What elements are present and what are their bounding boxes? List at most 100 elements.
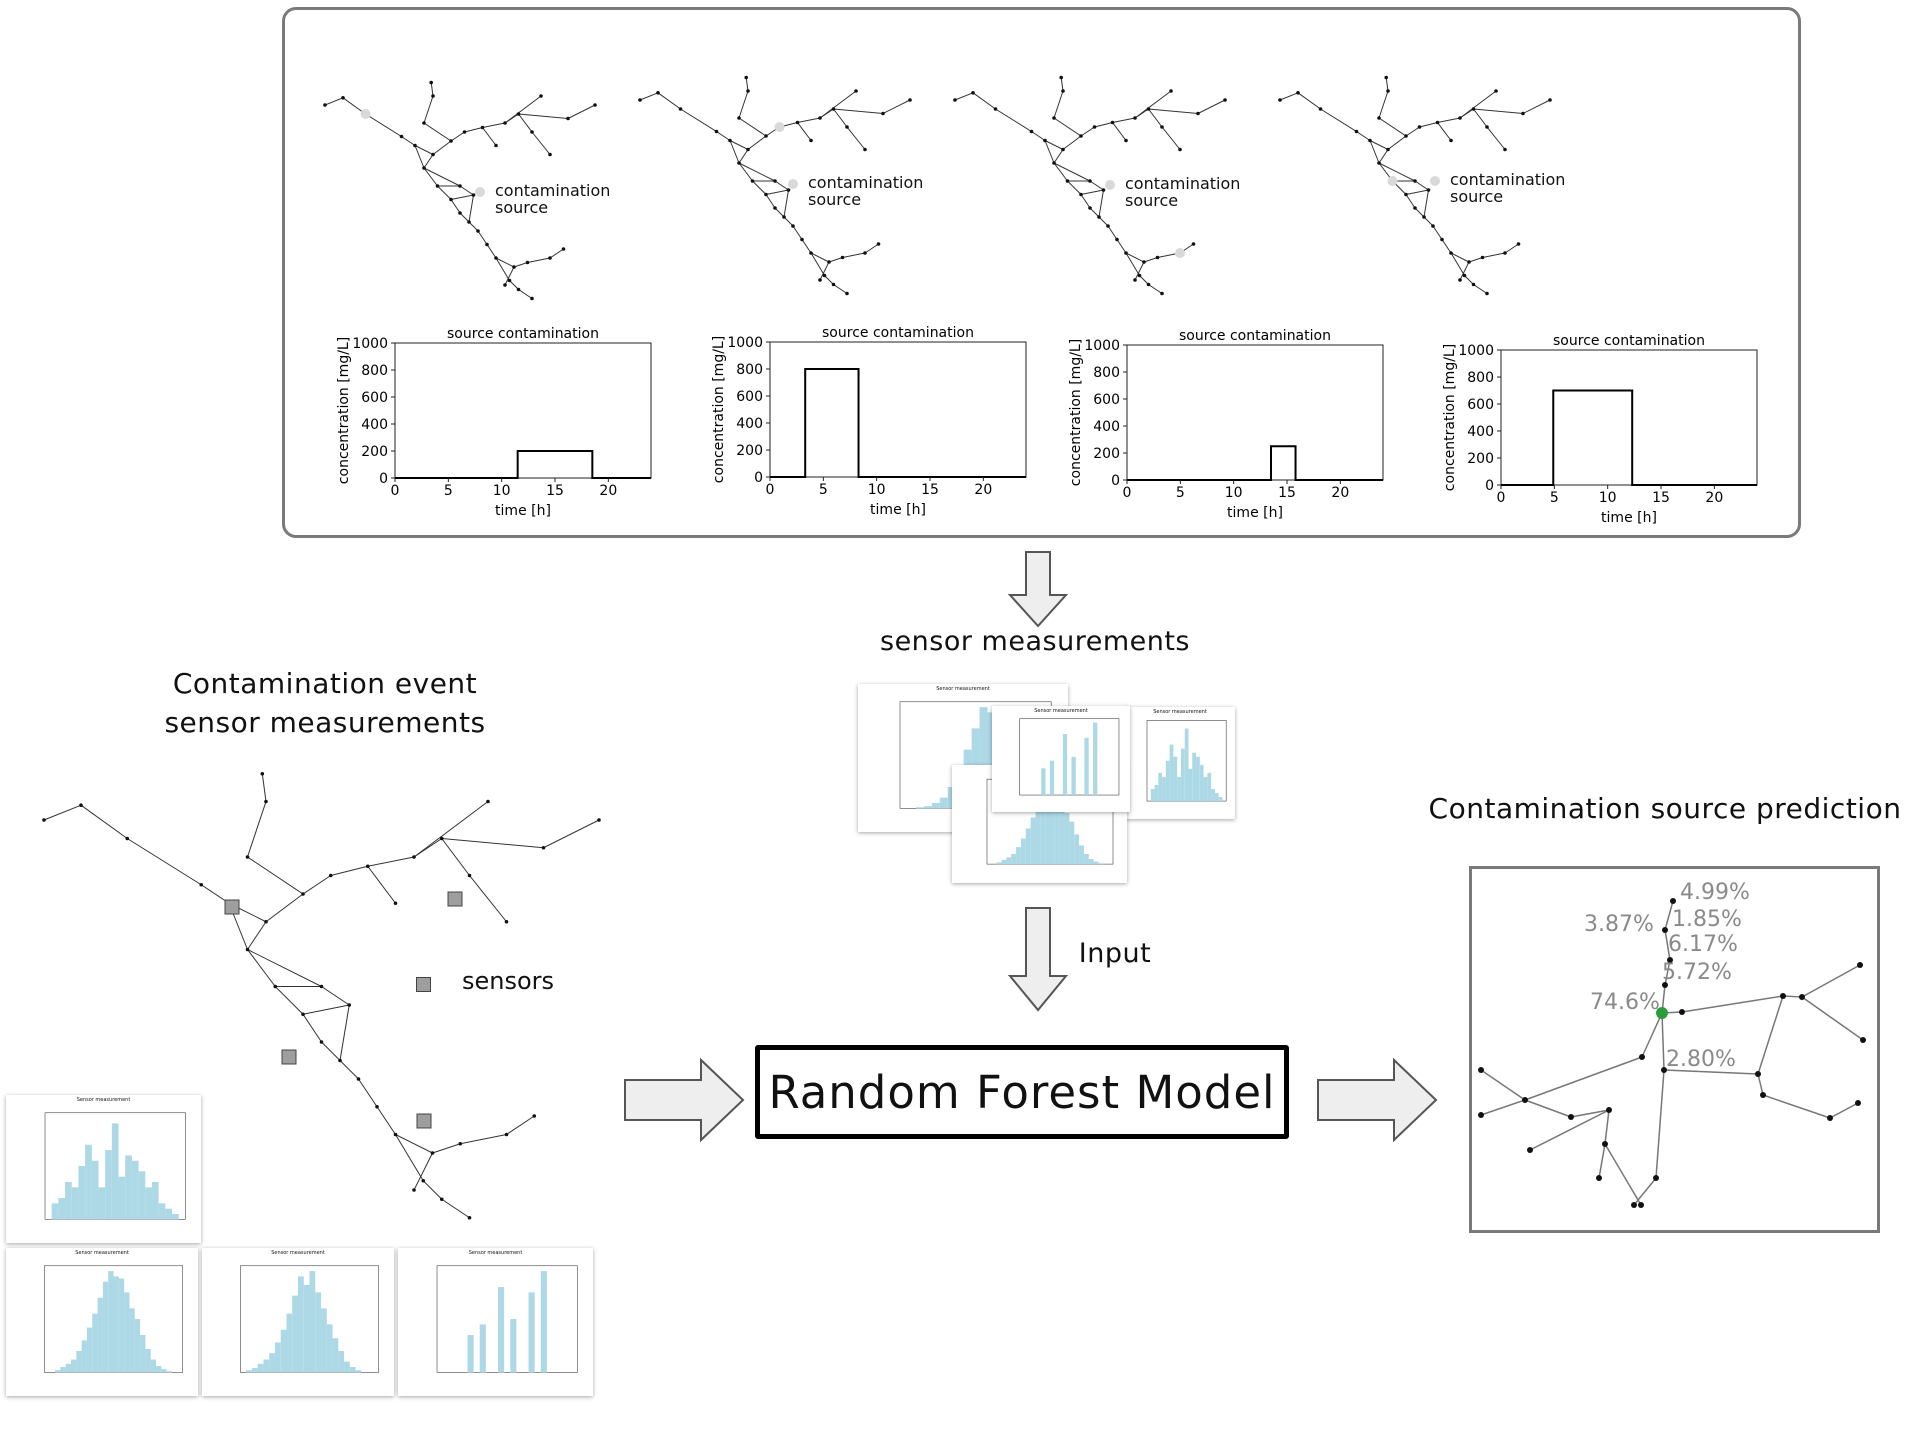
mid-histogram-4-bar — [1059, 800, 1065, 865]
network-1-pipe — [527, 257, 551, 263]
network-2-node — [791, 224, 795, 228]
network-3-node — [1052, 161, 1056, 165]
big-network-pipe — [506, 1115, 535, 1135]
network-4-pipe — [1356, 131, 1371, 141]
network-2-pipe — [819, 90, 857, 119]
mid-histogram-1-bar — [915, 807, 924, 809]
network-1-pipe — [414, 145, 425, 169]
network-4-pipe — [1522, 99, 1551, 114]
chart-2-ytick-label: 600 — [736, 389, 763, 405]
pred-node — [1679, 1009, 1685, 1015]
network-4-node — [1368, 138, 1372, 143]
network-4-pipe — [1414, 180, 1429, 191]
chart-1-ytick-label: 200 — [361, 444, 388, 460]
left-histogram-2-bar — [150, 1359, 157, 1373]
network-1-node — [476, 229, 480, 233]
big-network-node — [347, 1003, 352, 1007]
chart-3-ylabel: concentration [mg/L] — [1068, 339, 1084, 486]
network-3-pipe — [1112, 117, 1136, 123]
mid-histogram-3-frame — [1146, 720, 1227, 802]
legend-source-dot-4 — [1430, 176, 1440, 186]
network-2-pipe — [729, 140, 749, 150]
network-1-node — [413, 143, 417, 148]
big-network-pipe — [302, 1013, 322, 1043]
chart-4-xtick-label: 20 — [1705, 490, 1723, 506]
network-3-pipe — [1031, 131, 1046, 141]
network-4-node — [1471, 282, 1476, 287]
left-histogram-2: Sensor measurement — [6, 1248, 198, 1396]
network-2-node — [737, 116, 741, 120]
big-network-node — [412, 1188, 416, 1192]
mid-histogram-3-bar — [1192, 752, 1197, 802]
network-3-pipe — [1148, 108, 1163, 128]
network-2-pipe — [833, 108, 884, 114]
network-4-pipe — [1459, 90, 1497, 119]
big-network-pipe — [274, 986, 304, 1015]
network-3-pipe — [1112, 122, 1127, 141]
big-network-pipe — [321, 1041, 341, 1061]
network-1-node — [539, 94, 543, 98]
big-network-pipe — [247, 949, 322, 987]
mid-histogram-4-bar — [996, 862, 1002, 865]
network-3-node — [993, 107, 998, 111]
chart-4-title: source contamination — [1553, 333, 1705, 349]
chart-4-series-line — [1501, 389, 1757, 486]
network-2-pipe — [765, 194, 776, 209]
network-3-node — [1160, 125, 1164, 129]
left-histogram-2-bar — [134, 1319, 141, 1373]
network-1-node — [494, 143, 498, 148]
network-3-pipe — [1089, 207, 1100, 218]
network-4-source-dot — [1387, 176, 1398, 186]
mid-histogram-4-bar — [1054, 789, 1060, 865]
network-1-node — [431, 152, 435, 157]
network-4-node — [1413, 179, 1417, 183]
big-network-pipe — [247, 801, 267, 858]
chart-3-ytick-label: 200 — [1093, 446, 1120, 462]
network-2-node — [831, 282, 836, 287]
network-2-pipe — [882, 99, 911, 114]
chart-1-ytick-label: 800 — [361, 363, 388, 379]
network-4-pipe — [1473, 108, 1524, 114]
network-4-pipe — [1369, 140, 1389, 150]
mid-histogram-3-bar — [1196, 756, 1200, 802]
pred-node — [1638, 1202, 1644, 1208]
network-4-pipe — [1504, 243, 1519, 254]
left-histogram-2-bar — [76, 1351, 82, 1373]
network-2-pipe — [738, 162, 776, 182]
network-4-pipe — [1378, 149, 1389, 164]
big-network-pipe — [265, 893, 304, 923]
network-2-node — [782, 215, 786, 219]
big-network-pipe — [395, 1134, 424, 1182]
mid-histogram-4-bar — [1064, 813, 1070, 865]
network-1-node — [507, 278, 512, 283]
network-2-pipe — [716, 131, 731, 141]
network-3-node — [1191, 242, 1196, 246]
mid-histogram-3-bar — [1154, 784, 1159, 802]
left-histogram-3-bar — [263, 1359, 270, 1373]
network-1-pipe — [450, 194, 474, 200]
pred-node — [1755, 1071, 1761, 1077]
big-network-node — [458, 1141, 463, 1146]
network-4-node — [1413, 206, 1417, 210]
chart-3-xtick-label: 20 — [1331, 485, 1349, 501]
network-3-node — [1115, 237, 1119, 242]
network-label-4: contamination source — [1450, 170, 1566, 206]
network-2-pipe — [774, 180, 789, 191]
big-network-pipe — [358, 1078, 378, 1108]
left-histogram-2-bar — [124, 1292, 130, 1373]
network-1-pipe — [414, 145, 434, 155]
left-heading-line2: sensor measurements — [164, 706, 486, 739]
chart-2-ytick-label: 200 — [736, 443, 763, 459]
network-1-pipe — [423, 122, 452, 142]
chart-3-xtick-label: 5 — [1176, 485, 1185, 501]
big-network-pipe — [441, 838, 544, 849]
pred-node — [1799, 994, 1805, 1000]
network-2-node — [809, 251, 813, 255]
mid-histogram-4-bar — [1093, 861, 1099, 865]
network-4-pipe — [1378, 90, 1389, 119]
left-histogram-1-bar — [145, 1187, 152, 1220]
network-1-node — [422, 121, 426, 125]
network-1-node — [516, 112, 521, 116]
network-1-pipe — [504, 266, 515, 286]
